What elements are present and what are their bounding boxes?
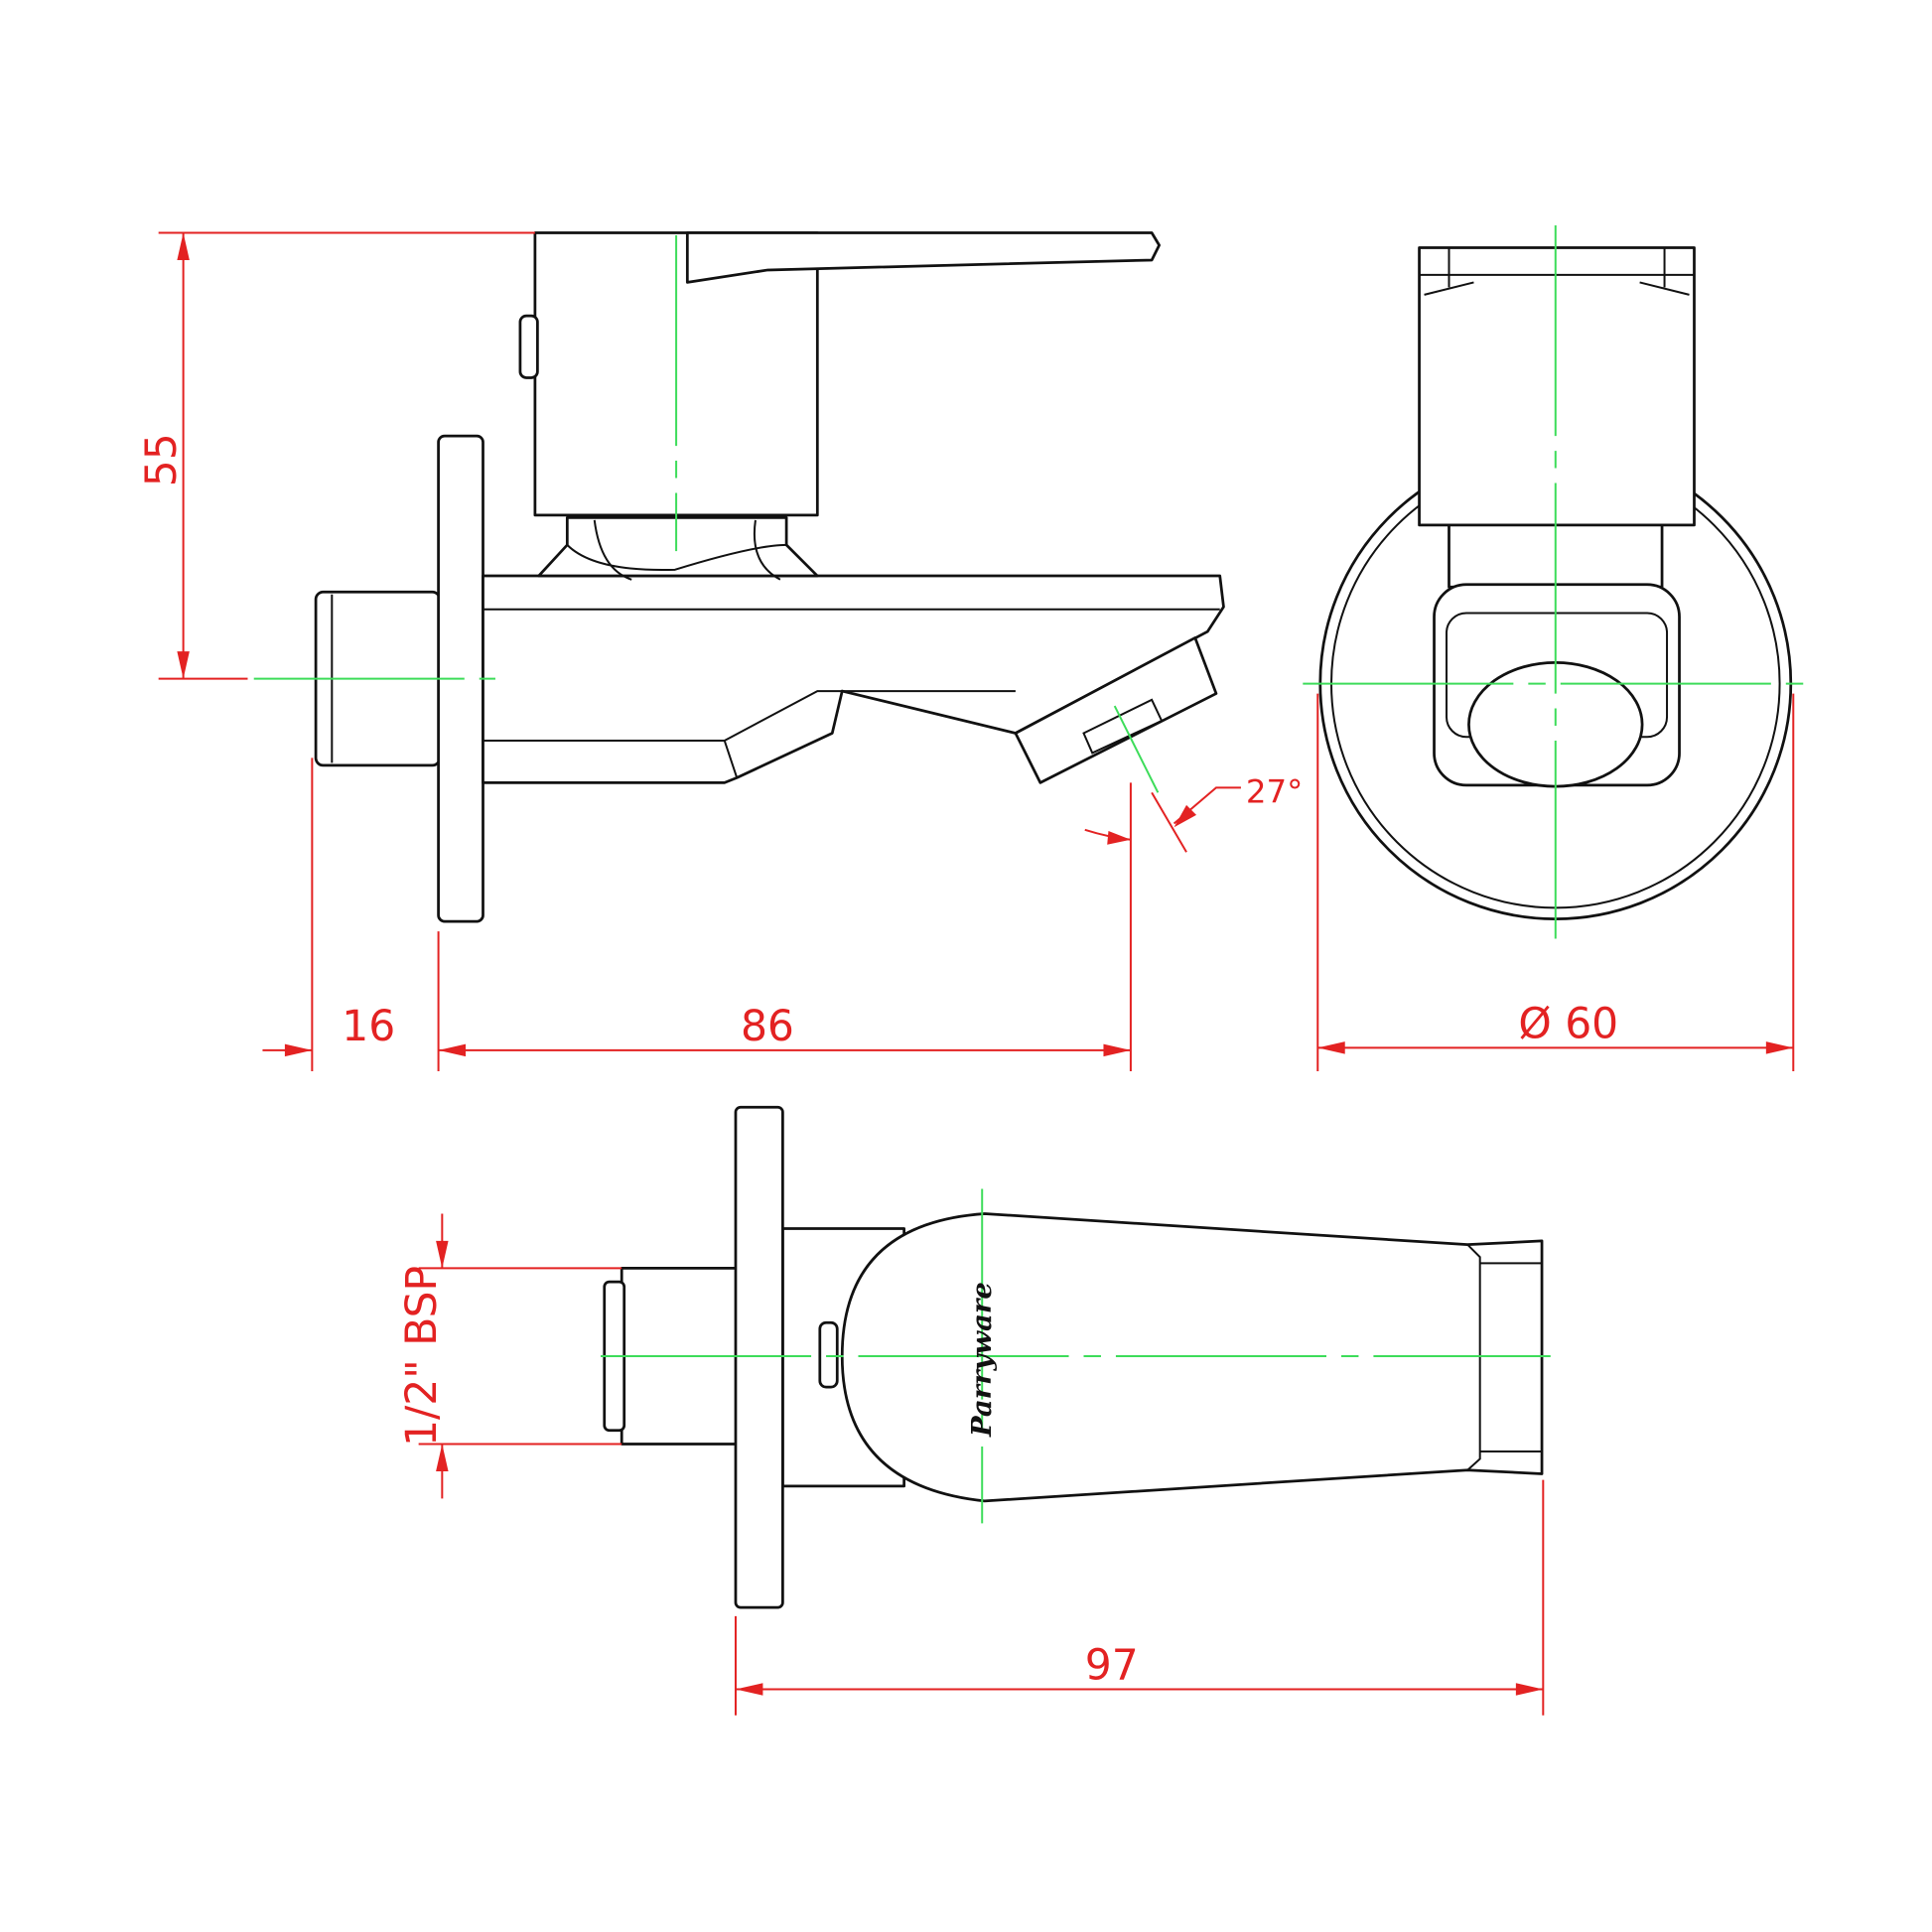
handle-neck [537,516,819,578]
dimensions: 55 16 86 27° Ø 60 1/2" BSP [138,231,1795,1716]
brand-logo: Parryware [966,1282,998,1438]
dim-angle: 27° [1246,772,1303,810]
handle-lever [685,231,1161,284]
handle-front [1418,246,1696,527]
dim-inlet-length: 16 [342,1003,395,1051]
dim-height: 55 [138,433,187,486]
dim-diameter: Ø 60 [1518,1000,1618,1048]
handle-top [840,1212,1544,1503]
front-view [1303,225,1809,939]
dim-projection: 86 [741,1003,794,1051]
handle-button [518,314,539,379]
top-view: Parryware [601,1105,1551,1609]
spout-body [482,574,1225,784]
button-top [818,1320,839,1389]
side-view [253,231,1225,923]
dim-overall-length: 97 [1085,1642,1139,1691]
flange-top [734,1105,784,1609]
dim-thread: 1/2" BSP [398,1266,447,1447]
